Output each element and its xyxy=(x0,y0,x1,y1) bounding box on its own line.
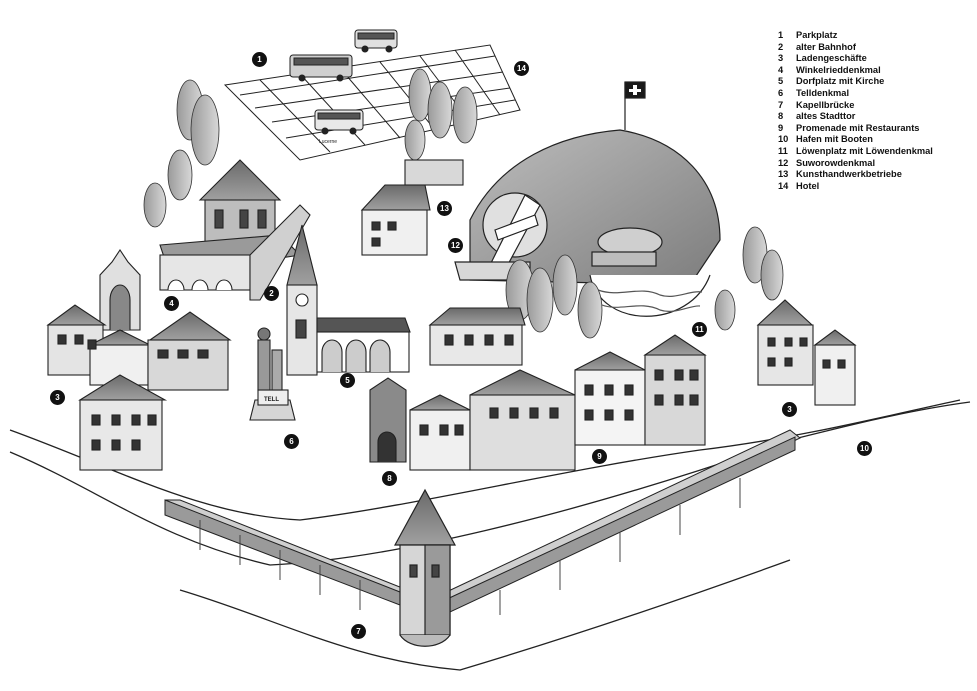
houses-crafts xyxy=(360,159,464,256)
chapel-bridge xyxy=(164,429,801,615)
marker-suworow: 12 xyxy=(448,238,463,253)
marker-winkelried: 4 xyxy=(164,296,179,311)
water-tower xyxy=(393,488,457,647)
houses-center xyxy=(369,307,707,471)
tell-plaque: TELL xyxy=(264,397,279,403)
marker-lion-square: 11 xyxy=(692,322,707,337)
bus-sign: Lucerne xyxy=(319,139,337,145)
tell-statue xyxy=(249,327,296,421)
trees xyxy=(143,68,784,339)
lion-rock xyxy=(454,81,721,317)
marker-village-square: 5 xyxy=(340,373,355,388)
parked-buses xyxy=(289,29,398,135)
houses-left xyxy=(46,304,232,471)
houses-right xyxy=(756,299,857,406)
marker-parking: 1 xyxy=(252,52,267,67)
marker-promenade: 9 xyxy=(592,449,607,464)
old-station xyxy=(159,159,311,301)
marker-hotel: 14 xyxy=(514,61,529,76)
marker-shops-left: 3 xyxy=(50,390,65,405)
marker-old-station: 2 xyxy=(264,286,279,301)
marker-town-gate: 8 xyxy=(382,471,397,486)
marker-crafts: 13 xyxy=(437,201,452,216)
marker-chapel-bridge: 7 xyxy=(351,624,366,639)
marker-harbor: 10 xyxy=(857,441,872,456)
church xyxy=(286,224,411,376)
marker-tell: 6 xyxy=(284,434,299,449)
river-banks xyxy=(9,399,971,671)
winkelried-monument xyxy=(99,249,141,331)
marker-shops-right: 3 xyxy=(782,402,797,417)
